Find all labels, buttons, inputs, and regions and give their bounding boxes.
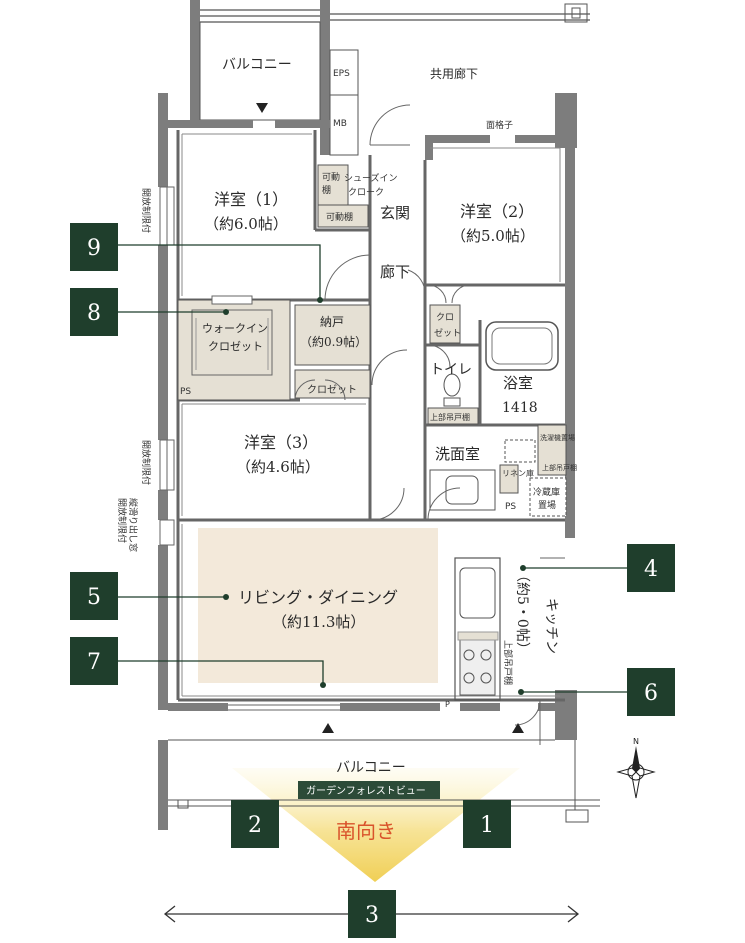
badge-1: 1 bbox=[463, 800, 511, 848]
label-shelf-a1: 可動 bbox=[322, 172, 340, 183]
label-mb: MB bbox=[333, 119, 347, 129]
label-fridge-2: 置場 bbox=[538, 499, 556, 511]
walk-in-rods bbox=[195, 318, 269, 370]
label-south-facing: 南向き bbox=[336, 819, 396, 843]
label-closet: クロゼット bbox=[307, 384, 357, 396]
garden-view-label: ガーデンフォレストビュー bbox=[298, 781, 440, 799]
svg-text:9: 9 bbox=[87, 236, 101, 261]
svg-text:3: 3 bbox=[365, 903, 379, 928]
bathtub bbox=[485, 321, 559, 371]
svg-text:N: N bbox=[633, 737, 639, 746]
label-shoes-in-2: クローク bbox=[348, 187, 384, 198]
label-western1-size: （約6.0帖） bbox=[204, 215, 288, 233]
leader-lines bbox=[118, 244, 627, 695]
badge-7: 7 bbox=[70, 637, 118, 685]
label-fridge-1: 冷蔵庫 bbox=[533, 486, 560, 498]
badge-4: 4 bbox=[627, 544, 675, 592]
toilet-fixture bbox=[443, 373, 461, 407]
label-sliding-window: 縦滑り出し窓 bbox=[127, 498, 139, 552]
storage-areas bbox=[177, 164, 567, 517]
living-floor bbox=[198, 528, 438, 683]
label-western3: 洋室（3） bbox=[244, 433, 318, 452]
label-window-grille: 面格子 bbox=[486, 119, 513, 131]
label-open-limit-2: 開放制限付 bbox=[140, 440, 152, 485]
label-upper-cabinet: 上部吊戸棚 bbox=[430, 412, 470, 422]
label-balcony-top: バルコニー bbox=[222, 57, 292, 73]
outer-walls bbox=[158, 93, 577, 830]
badge-3: 3 bbox=[348, 890, 396, 938]
label-shelf-a2: 棚 bbox=[322, 184, 331, 196]
labels: バルコニー 共用廊下 EPS MB 面格子 洋室（1） （約6.0帖） 洋室（2… bbox=[116, 57, 577, 776]
badge-6: 6 bbox=[627, 668, 675, 716]
label-toilet: トイレ bbox=[430, 362, 472, 378]
label-closet-small-2: ゼット bbox=[434, 327, 461, 339]
badge-9: 9 bbox=[70, 223, 118, 271]
label-walkin-2: クロゼット bbox=[208, 340, 263, 353]
bottom-window bbox=[228, 704, 340, 711]
label-storage-size: （約0.9帖） bbox=[300, 334, 367, 349]
label-living-size: （約11.3帖） bbox=[272, 613, 365, 631]
label-open-limit-1: 開放制限付 bbox=[140, 188, 152, 233]
label-sliding-window-limit: 開放制限付 bbox=[116, 498, 128, 543]
svg-text:8: 8 bbox=[87, 301, 101, 326]
label-ps1: PS bbox=[180, 387, 191, 397]
label-closet-small-1: クロ bbox=[436, 312, 454, 323]
label-bath-size: 1418 bbox=[502, 400, 538, 416]
top-balcony bbox=[190, 0, 590, 155]
badge-5: 5 bbox=[70, 572, 118, 620]
label-ps2: PS bbox=[505, 502, 516, 512]
eps-mb-shafts bbox=[329, 49, 359, 156]
badge-2: 2 bbox=[231, 800, 279, 848]
label-shelf-b: 可動棚 bbox=[326, 211, 353, 223]
left-windows bbox=[159, 186, 175, 546]
label-linen: リネン庫 bbox=[502, 468, 534, 478]
svg-text:6: 6 bbox=[644, 681, 658, 706]
label-eps: EPS bbox=[333, 69, 350, 79]
label-bathroom: 浴室 bbox=[503, 374, 533, 392]
label-upper-cabinet-kitchen: 上部吊戸棚 bbox=[502, 640, 514, 685]
label-washer: 洗濯機置場 bbox=[540, 433, 575, 442]
label-common-corridor: 共用廊下 bbox=[430, 66, 478, 81]
label-upper-cabinet-v: 上部吊戸棚 bbox=[542, 463, 577, 472]
label-hallway: 廊下 bbox=[380, 263, 410, 281]
label-balcony-bottom: バルコニー bbox=[336, 760, 406, 776]
label-western1: 洋室（1） bbox=[214, 190, 288, 209]
badge-8: 8 bbox=[70, 288, 118, 336]
label-garden-view: ガーデンフォレストビュー bbox=[306, 784, 426, 797]
label-living: リビング・ダイニング bbox=[238, 588, 398, 607]
inner-thin-lines bbox=[181, 133, 561, 697]
view-arrows bbox=[256, 103, 524, 733]
label-kitchen: キッチン bbox=[543, 598, 559, 654]
label-western2: 洋室（2） bbox=[460, 202, 534, 221]
label-walkin-1: ウォークイン bbox=[202, 322, 268, 335]
label-western3-size: （約4.6帖） bbox=[236, 458, 320, 476]
washer-area bbox=[504, 439, 536, 463]
label-washroom: 洗面室 bbox=[435, 445, 480, 463]
svg-text:7: 7 bbox=[87, 650, 101, 675]
compass-icon: N bbox=[616, 737, 656, 799]
svg-text:2: 2 bbox=[248, 813, 262, 838]
label-entrance: 玄関 bbox=[380, 204, 410, 222]
kitchen-counter bbox=[454, 557, 501, 701]
label-kitchen-size: （約5・0帖） bbox=[514, 568, 530, 656]
label-western2-size: （約5.0帖） bbox=[451, 227, 535, 245]
svg-text:1: 1 bbox=[480, 813, 494, 838]
washbasin bbox=[429, 469, 496, 511]
label-shoes-in-1: シューズイン bbox=[344, 172, 398, 184]
door-swings bbox=[294, 104, 565, 745]
svg-text:4: 4 bbox=[644, 557, 658, 582]
label-storage: 納戸 bbox=[320, 315, 344, 329]
svg-text:5: 5 bbox=[87, 585, 101, 610]
label-p: P bbox=[445, 700, 450, 709]
